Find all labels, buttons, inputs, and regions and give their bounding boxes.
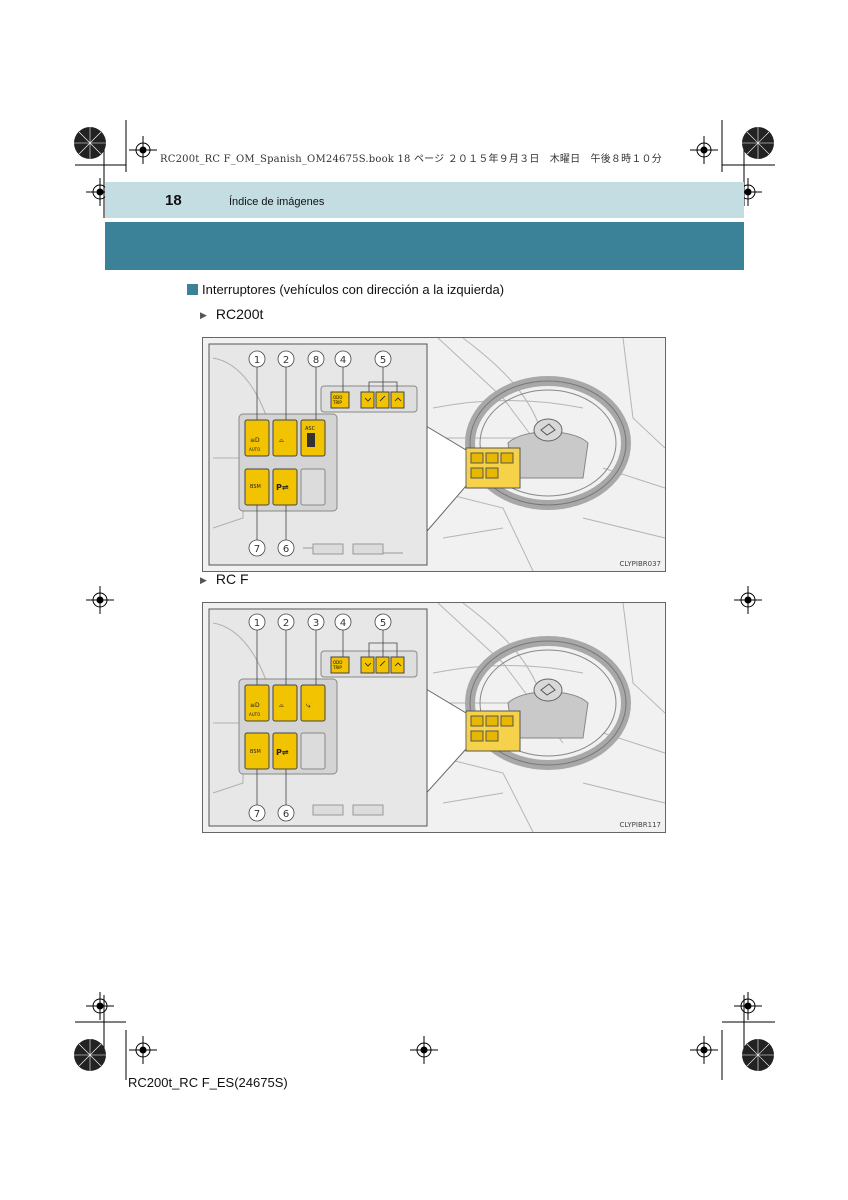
callout-4: 4 <box>340 355 346 366</box>
callout-4: 4 <box>340 618 346 629</box>
svg-text:TRIP: TRIP <box>332 400 342 405</box>
callout-3: 3 <box>313 618 319 629</box>
svg-text:P⇌: P⇌ <box>276 483 289 492</box>
header-accent-band <box>105 222 744 270</box>
switch-illustration: ≡D AUTO ⌓ ⤷ BSM P⇌ ODO TRIP <box>203 603 665 832</box>
callout-2: 2 <box>283 618 289 629</box>
figure-label-rcf: ▶RC F <box>200 571 249 587</box>
figure-rcf: ≡D AUTO ⌓ ⤷ BSM P⇌ ODO TRIP <box>202 602 666 833</box>
switch-illustration: ≡D AUTO ⌓ ASC BSM P⇌ ODO TRIP <box>203 338 665 571</box>
svg-text:ASC: ASC <box>305 426 316 432</box>
callout-1: 1 <box>254 355 260 366</box>
svg-text:⤷: ⤷ <box>306 701 311 710</box>
svg-text:AUTO: AUTO <box>249 712 260 717</box>
print-file-line: RC200t_RC F_OM_Spanish_OM24675S.book 18 … <box>160 154 662 165</box>
callout-2: 2 <box>283 355 289 366</box>
svg-text:TRIP: TRIP <box>332 665 342 670</box>
header-band <box>105 182 744 218</box>
figure-code: CLYPIBR037 <box>619 560 661 568</box>
footer-code: RC200t_RC F_ES(24675S) <box>128 1075 288 1090</box>
svg-text:AUTO: AUTO <box>249 447 260 452</box>
figure-code: CLYPIBR117 <box>619 821 661 829</box>
svg-text:≡D: ≡D <box>250 437 260 444</box>
triangle-bullet-icon: ▶ <box>200 575 207 585</box>
callout-5: 5 <box>380 355 386 366</box>
figure-rc200t: ≡D AUTO ⌓ ASC BSM P⇌ ODO TRIP <box>202 337 666 572</box>
svg-text:⌓: ⌓ <box>279 437 284 444</box>
callout-5: 5 <box>380 618 386 629</box>
callout-7: 7 <box>254 544 260 555</box>
svg-text:P⇌: P⇌ <box>276 748 289 757</box>
callout-7: 7 <box>254 809 260 820</box>
section-title: Índice de imágenes <box>229 196 325 208</box>
svg-text:ODO: ODO <box>333 395 342 400</box>
callout-6: 6 <box>283 544 289 555</box>
svg-text:BSM: BSM <box>250 749 261 755</box>
callout-6: 6 <box>283 809 289 820</box>
svg-text:BSM: BSM <box>250 484 261 490</box>
heading-marker <box>187 284 198 295</box>
svg-text:⌓: ⌓ <box>279 702 284 709</box>
svg-text:ODO: ODO <box>333 660 342 665</box>
callout-8: 8 <box>313 355 319 366</box>
section-heading: Interruptores (vehículos con dirección a… <box>202 282 505 297</box>
callout-1: 1 <box>254 618 260 629</box>
page-number: 18 <box>165 192 182 209</box>
triangle-bullet-icon: ▶ <box>200 310 207 320</box>
figure-label-rc200t: ▶RC200t <box>200 306 264 322</box>
svg-text:≡D: ≡D <box>250 702 260 709</box>
